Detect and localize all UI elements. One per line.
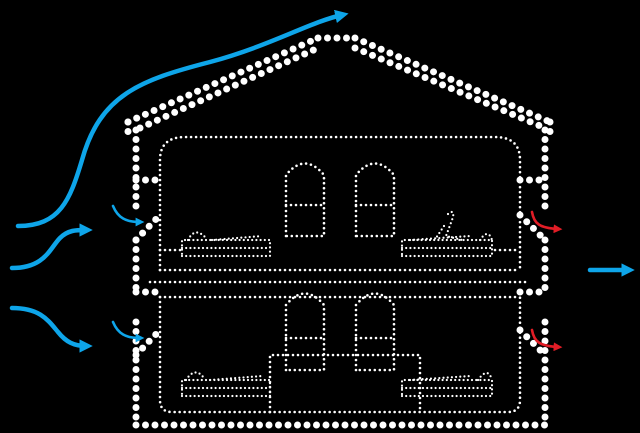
seated-person-icon — [436, 212, 462, 240]
roof — [128, 38, 550, 135]
interior-outline — [150, 137, 530, 412]
wind-arrow-icon — [12, 308, 86, 346]
bed-icon — [402, 234, 492, 256]
arched-window-icon — [356, 164, 394, 237]
incoming-air — [12, 15, 342, 346]
bed-icon — [182, 232, 270, 256]
arched-window-icon — [286, 164, 324, 237]
wind-arrow-icon — [12, 230, 86, 268]
bed-icon — [182, 372, 270, 396]
arched-window-icon — [356, 294, 394, 371]
arched-window-icon — [286, 294, 324, 371]
bed-icon — [402, 373, 492, 396]
